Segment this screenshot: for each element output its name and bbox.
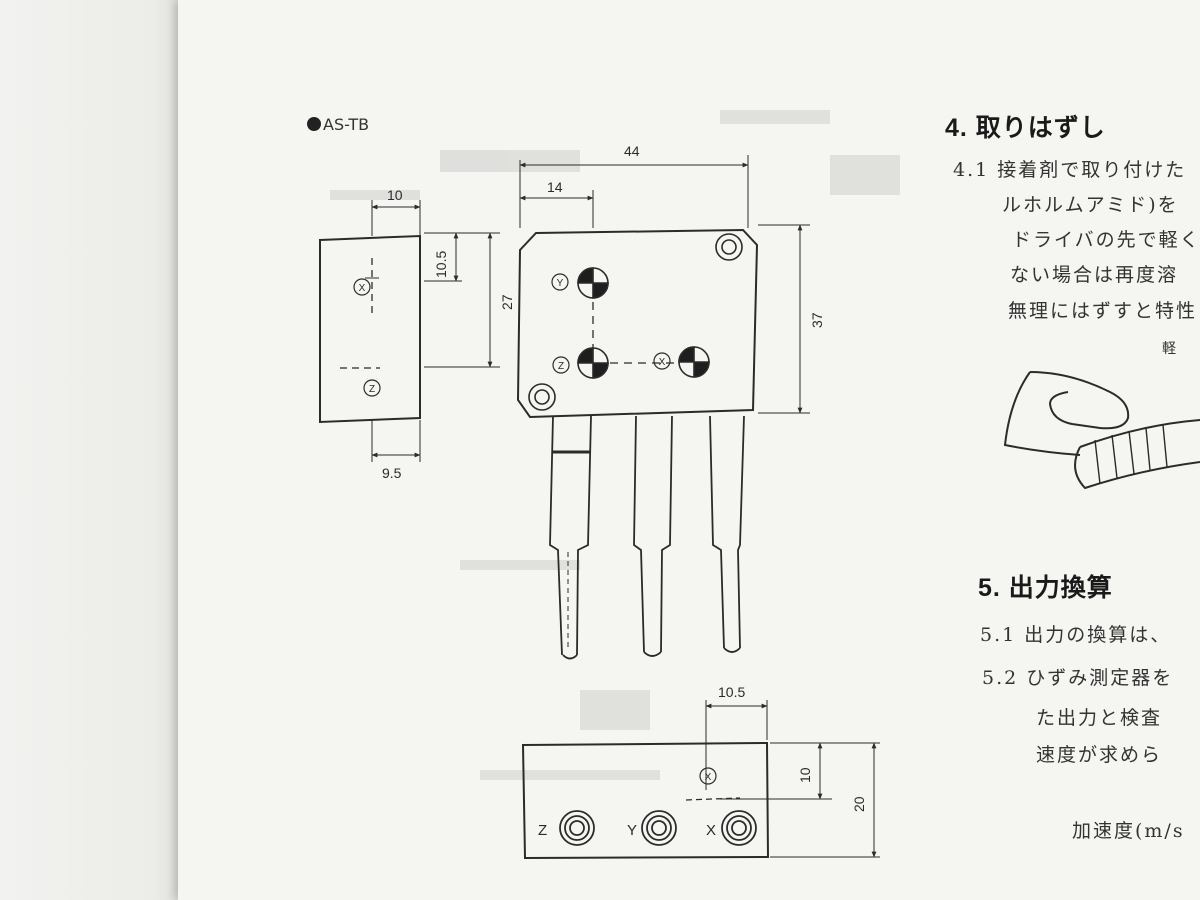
section5-line-3: た出力と検査	[1036, 707, 1163, 729]
connector-label-y: Y	[627, 822, 637, 839]
axis-label-z-side: Z	[369, 384, 375, 395]
section4-figure-label: 軽	[1162, 341, 1178, 357]
dim-bottom-height: 20	[851, 796, 867, 812]
bullet-icon	[307, 117, 321, 131]
dim-overall-width: 44	[624, 143, 640, 159]
axis-labels: X Z Y Z X X	[359, 278, 712, 783]
axis-label-x-front: X	[659, 357, 666, 368]
dim-hole-offset: 14	[547, 179, 563, 195]
section4-line-2: ルホルムアミド)を	[1002, 194, 1179, 216]
section5-line-4: 速度が求めら	[1036, 744, 1163, 766]
bleed-through	[330, 110, 900, 780]
model-label: AS-TB	[307, 115, 369, 134]
connector-label-z: Z	[538, 822, 547, 839]
dim-height: 37	[809, 312, 825, 328]
axis-label-x-side: X	[359, 283, 366, 294]
bottom-view	[521, 700, 880, 860]
dim-side-width: 10	[387, 187, 403, 203]
section4-line-1: 4.1 接着剤で取り付けた	[953, 159, 1187, 181]
dim-bottom-x-depth: 10	[797, 767, 813, 783]
connector-labels: Z Y X	[538, 822, 716, 839]
section4-line-4: ない場合は再度溶	[1010, 264, 1179, 286]
section4-line-5: 無理にはずすと特性	[1008, 300, 1198, 322]
axis-label-y-front: Y	[557, 278, 564, 289]
dim-side-x-offset: 10.5	[433, 251, 449, 278]
cables	[549, 415, 745, 660]
axis-label-z-front: Z	[558, 361, 564, 372]
dim-side-height: 27	[499, 294, 515, 310]
section4-heading: 4. 取りはずし	[945, 114, 1106, 142]
section5-line-2: 5.2 ひずみ測定器を	[982, 667, 1174, 689]
dim-side-z-offset: 9.5	[382, 465, 402, 481]
dimension-labels: 44 14 37 10 10.5 27 9.5 10.5 10 20	[382, 143, 867, 812]
section4-line-3: ドライバの先で軽く	[1012, 229, 1200, 251]
dim-bottom-offset: 10.5	[718, 684, 745, 700]
model-label-text: AS-TB	[323, 115, 370, 134]
section5-formula-label: 加速度(m/s	[1072, 820, 1185, 842]
axis-label-x-bottom: X	[705, 772, 712, 783]
screwdriver-illustration	[1003, 371, 1200, 490]
connector-label-x: X	[706, 822, 716, 839]
section5-heading: 5. 出力換算	[978, 574, 1113, 602]
underlying-sheet	[0, 0, 190, 900]
side-view	[319, 200, 500, 462]
front-view	[516, 155, 810, 419]
section5-line-1: 5.1 出力の換算は、	[980, 624, 1172, 646]
